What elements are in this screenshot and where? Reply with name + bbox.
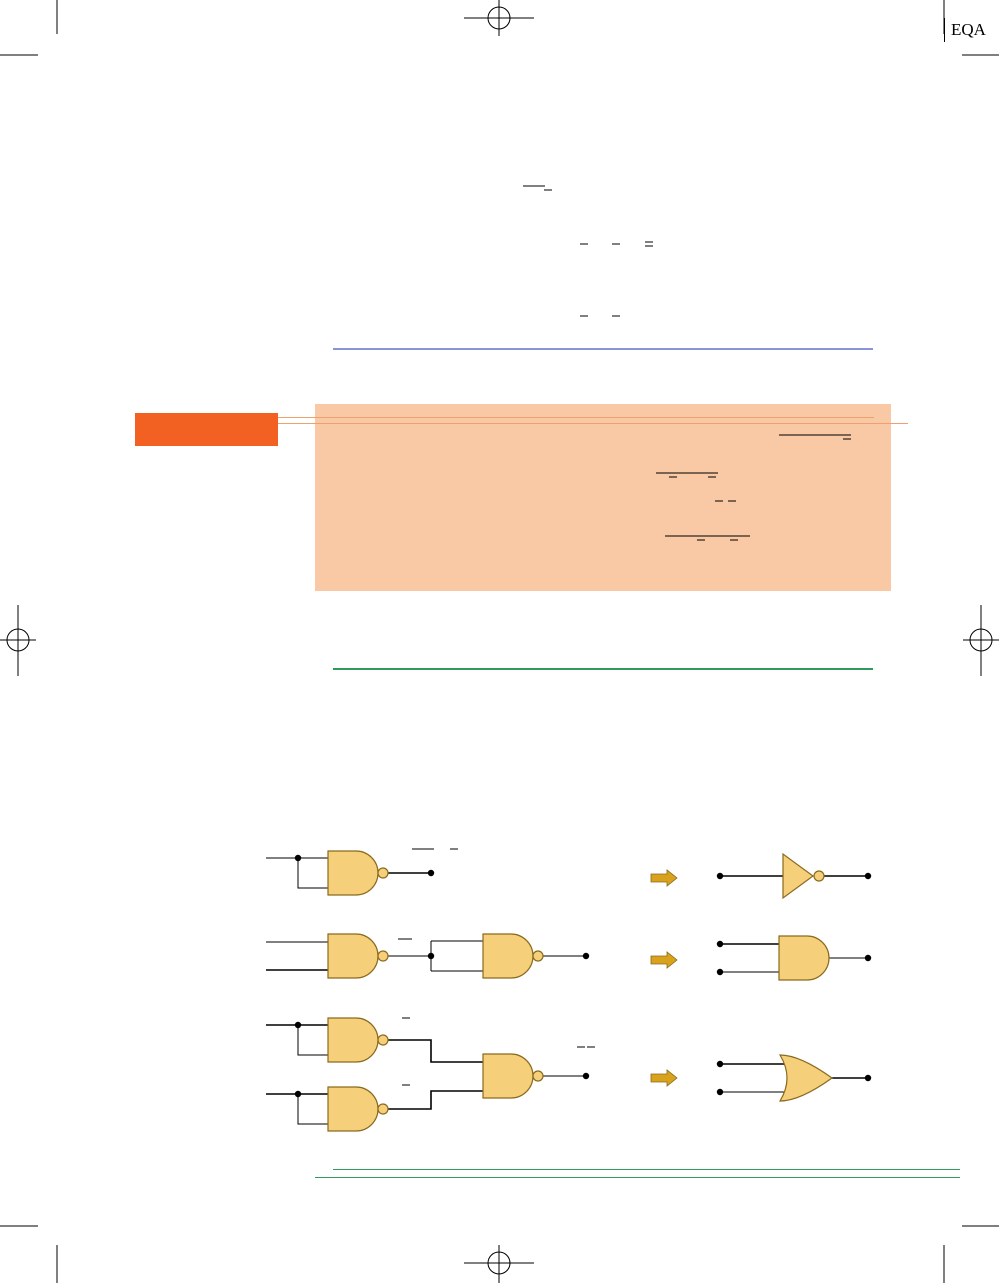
or-gate-icon (778, 1054, 834, 1102)
bottom-rule-bottom (315, 1177, 960, 1178)
bottom-rule-top (333, 1169, 960, 1170)
and-gate-icon (778, 935, 830, 981)
box-rule-top (278, 417, 874, 418)
blue-rule (333, 348, 873, 350)
box-rule-bottom (278, 423, 908, 424)
green-rule (333, 668, 873, 670)
corner-label: EQA (944, 18, 999, 42)
not-gate-icon (782, 852, 825, 900)
example-tab (135, 413, 278, 446)
